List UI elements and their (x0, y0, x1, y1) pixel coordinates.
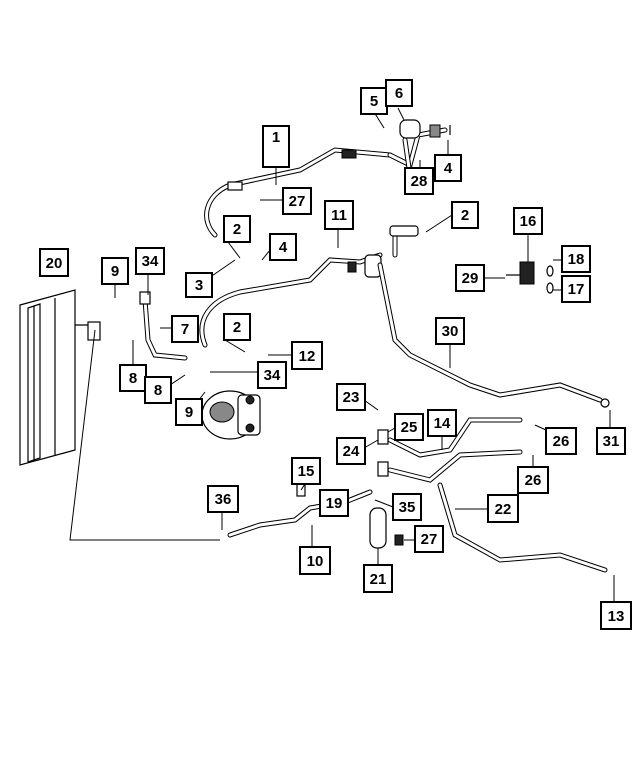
callout-label-29: 29 (462, 270, 479, 287)
ac-line-1 (204, 147, 393, 238)
callout-box-2b (223, 313, 251, 341)
callout-box-23 (336, 383, 366, 411)
callout-box-15 (291, 457, 321, 485)
callout-box-1 (262, 125, 290, 168)
callout-label-27a: 27 (289, 193, 306, 210)
callout-label-36: 36 (215, 491, 232, 508)
callout-box-17 (561, 275, 591, 303)
callout-box-8b (144, 376, 172, 404)
callout-box-22 (487, 494, 519, 523)
callout-box-35 (392, 493, 422, 521)
callout-label-12: 12 (299, 348, 316, 365)
callout-label-24: 24 (343, 443, 360, 460)
callout-label-14: 14 (434, 415, 451, 432)
callout-label-25: 25 (401, 419, 418, 436)
sensor-assembly (506, 261, 554, 294)
callout-box-4a (269, 233, 297, 261)
callout-label-4a: 4 (279, 239, 288, 256)
callout-label-34b: 34 (264, 367, 281, 384)
callout-box-19 (319, 489, 349, 517)
callout-label-4b: 4 (444, 160, 453, 177)
callout-label-8a: 8 (129, 370, 137, 387)
callout-label-1: 1 (272, 129, 280, 146)
callout-label-3: 3 (195, 277, 203, 294)
callout-label-5: 5 (370, 93, 378, 110)
callout-label-20: 20 (46, 255, 63, 272)
callout-box-31 (596, 427, 626, 455)
callout-label-9a: 9 (111, 263, 119, 280)
callout-box-34b (257, 361, 287, 389)
callout-label-10: 10 (307, 553, 324, 570)
callout-box-20 (39, 248, 69, 277)
callout-box-28 (404, 167, 434, 195)
callout-label-26b: 26 (525, 472, 542, 489)
callout-box-14 (427, 409, 457, 437)
callout-box-21 (363, 564, 393, 593)
callout-label-21: 21 (370, 571, 387, 588)
callout-box-2c (451, 201, 479, 229)
ac-line-30 (377, 225, 610, 408)
callout-box-36 (207, 485, 239, 513)
condenser-connector-line (69, 329, 220, 541)
callout-box-7 (171, 315, 199, 343)
callout-box-9a (101, 257, 129, 285)
parts-drawing (19, 119, 610, 573)
callout-box-18 (561, 245, 591, 273)
callout-label-34a: 34 (142, 253, 159, 270)
ac-line-7 (139, 291, 188, 361)
callout-box-30 (435, 317, 465, 345)
callout-label-9b: 9 (185, 404, 193, 421)
callout-box-26b (517, 466, 549, 494)
callout-box-34a (135, 247, 165, 275)
callout-box-2a (223, 215, 251, 243)
callout-label-35: 35 (399, 499, 416, 516)
callout-box-8a (119, 364, 147, 392)
callout-label-7: 7 (181, 321, 189, 338)
callout-box-25 (394, 413, 424, 441)
callout-box-4b (434, 154, 462, 182)
callout-label-27b: 27 (421, 531, 438, 548)
ac-line-14-22 (377, 417, 608, 573)
callout-box-10 (299, 546, 331, 575)
callout-label-16: 16 (520, 213, 537, 230)
callout-label-19: 19 (326, 495, 343, 512)
callout-label-11: 11 (331, 207, 347, 224)
callout-label-6: 6 (395, 85, 403, 102)
callout-box-13 (600, 601, 632, 630)
callout-label-2b: 2 (233, 319, 241, 336)
callout-label-8b: 8 (154, 382, 162, 399)
callout-label-30: 30 (442, 323, 459, 340)
callout-label-31: 31 (603, 433, 620, 450)
callout-box-29 (455, 264, 485, 292)
callout-box-6 (385, 79, 413, 107)
callout-label-2c: 2 (461, 207, 469, 224)
callout-label-23: 23 (343, 389, 360, 406)
callout-label-13: 13 (608, 608, 625, 625)
callout-box-16 (513, 207, 543, 235)
callout-label-28: 28 (411, 173, 428, 190)
callout-box-27a (282, 187, 312, 215)
callout-box-9b (175, 398, 203, 426)
condenser (19, 289, 101, 466)
callout-label-15: 15 (298, 463, 315, 480)
callout-box-26a (545, 427, 577, 455)
callout-label-26a: 26 (553, 433, 570, 450)
callout-box-11 (324, 200, 354, 230)
callout-label-17: 17 (568, 281, 585, 298)
callout-box-24 (336, 437, 366, 465)
callout-label-18: 18 (568, 251, 585, 268)
callout-box-12 (291, 341, 323, 370)
compressor (201, 390, 261, 440)
callout-label-22: 22 (495, 501, 512, 518)
callout-box-3 (185, 272, 213, 298)
callouts: 1 2 2 2 3 4 4 5 6 7 8 8 (39, 79, 632, 630)
callout-label-2a: 2 (233, 221, 241, 238)
callout-box-27b (414, 525, 444, 553)
